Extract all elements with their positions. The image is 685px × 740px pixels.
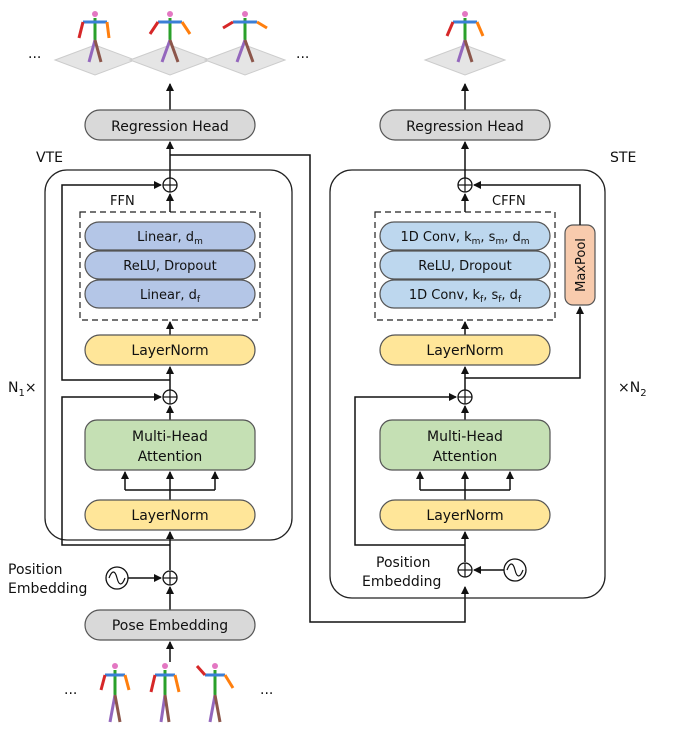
svg-text:MaxPool: MaxPool	[574, 238, 589, 292]
vte-block	[44, 169, 293, 541]
svg-text:Multi-Head: Multi-Head	[427, 429, 503, 445]
output-poses-vte: ... ...	[28, 11, 309, 76]
svg-text:ReLU, Dropout: ReLU, Dropout	[123, 259, 216, 274]
vte-linear-df	[84, 279, 256, 309]
ste-layernorm-top	[379, 334, 551, 366]
ste-position-label-1: Position	[376, 555, 431, 571]
vte-position-label-1: Position	[8, 562, 63, 578]
vte-to-ste-connector	[170, 154, 469, 623]
ellipsis-bottom-right: ...	[260, 682, 273, 698]
svg-text:LayerNorm: LayerNorm	[131, 343, 208, 359]
input-poses-2d: ... ...	[64, 663, 273, 723]
svg-text:1D Conv, kf, sf, df: 1D Conv, kf, sf, df	[409, 288, 522, 305]
cffn-label: CFFN	[492, 194, 526, 209]
ste-label: STE	[610, 150, 636, 166]
svg-text:LayerNorm: LayerNorm	[426, 343, 503, 359]
svg-text:Attention: Attention	[433, 449, 498, 465]
ste-repeat-label: ×N2	[618, 380, 647, 399]
ste-conv-m	[379, 221, 551, 251]
ste-conv-f	[379, 279, 551, 309]
pose-figure-2d-2	[149, 663, 181, 723]
output-pose-ste	[423, 11, 507, 76]
svg-text:LayerNorm: LayerNorm	[131, 508, 208, 524]
ste-layernorm-bottom	[379, 499, 551, 531]
ste-relu-dropout	[379, 250, 551, 280]
svg-text:Pose Embedding: Pose Embedding	[112, 618, 228, 634]
ste-regression-head	[379, 109, 551, 141]
ste-block	[329, 169, 606, 599]
vte-repeat-label: N1×	[8, 380, 37, 399]
ste-multi-head-attention	[379, 419, 551, 471]
ffn-label: FFN	[110, 194, 135, 209]
svg-text:Multi-Head: Multi-Head	[132, 429, 208, 445]
pose-figure-2d-1	[99, 663, 131, 723]
pose-figure-3d-1	[53, 11, 137, 76]
vte-layernorm-bottom	[84, 499, 256, 531]
vte-layernorm-top	[84, 334, 256, 366]
pose-embedding	[84, 609, 256, 641]
vte-multi-head-attention	[84, 419, 256, 471]
vte-relu-dropout	[84, 250, 256, 280]
pose-figure-2d-3	[195, 663, 235, 723]
vte-position-label-2: Embedding	[8, 581, 87, 597]
vte-regression-head-label: Regression Head	[111, 119, 229, 135]
ellipsis-bottom-left: ...	[64, 682, 77, 698]
svg-text:Linear, df: Linear, df	[140, 288, 201, 305]
ste-regression-head-label: Regression Head	[406, 119, 524, 135]
svg-text:Attention: Attention	[138, 449, 203, 465]
svg-text:LayerNorm: LayerNorm	[426, 508, 503, 524]
svg-text:Linear, dm: Linear, dm	[137, 230, 203, 247]
ste-position-label-2: Embedding	[362, 574, 441, 590]
ellipsis-top-left: ...	[28, 46, 41, 62]
svg-text:ReLU, Dropout: ReLU, Dropout	[418, 259, 511, 274]
pose-figure-3d-2	[128, 11, 212, 76]
vte-linear-dm	[84, 221, 256, 251]
pose-figure-3d-3	[203, 11, 287, 76]
vte-regression-head	[84, 109, 256, 141]
svg-text:1D Conv, km, sm, dm: 1D Conv, km, sm, dm	[400, 230, 529, 247]
ellipsis-top-right: ...	[296, 46, 309, 62]
vte-label: VTE	[36, 150, 63, 166]
